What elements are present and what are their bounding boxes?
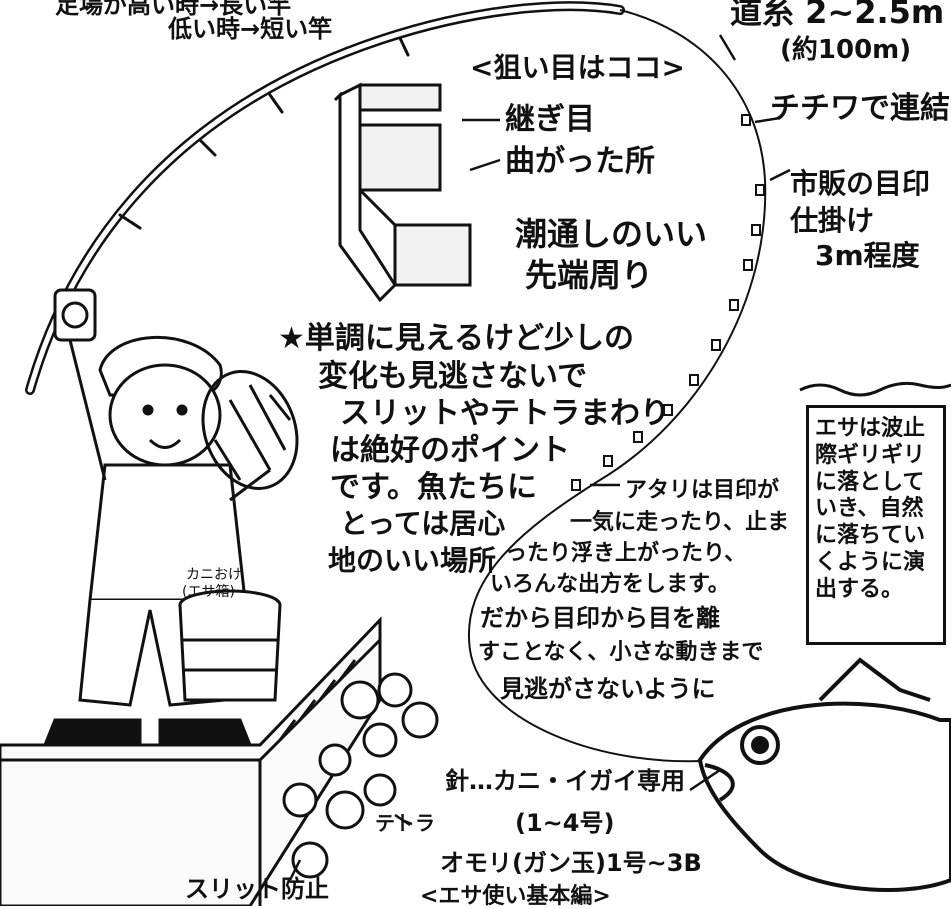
rod-length-note-2: 低い時→短い竿: [168, 15, 333, 43]
rod-length-note-1: 足場が高い時→長い竿: [55, 0, 292, 19]
rig-label-1: 市販の目印: [790, 167, 931, 200]
bait-tip-line-6: くように演: [815, 550, 926, 576]
rig-label-3: 3m程度: [815, 239, 920, 272]
tip-label-1: 潮通しのいい: [515, 215, 708, 253]
atari-line-3: ったり浮き上がったり、: [505, 541, 747, 566]
atari-line-2: 一気に走ったり、止ま: [570, 510, 790, 535]
main-note-line-1: ★単調に見えるけど少しの: [278, 321, 634, 356]
bait-tip-line-4: いき、自然: [815, 496, 924, 522]
seam-label: 継ぎ目: [505, 102, 595, 137]
main-note-line-6: とっては居心: [340, 507, 506, 540]
target-title: <狙い目はココ>: [470, 51, 685, 84]
bait-tip-line-7: 出する。: [815, 576, 904, 602]
main-note-line-2: 変化も見逃さないで: [318, 359, 588, 394]
main-note-line-5: です。魚たちに: [330, 470, 537, 505]
bait-tip-line-5: に落ちてい: [815, 523, 926, 549]
bottom-title: <エサ使い基本編>: [420, 884, 611, 909]
main-line-label: 道糸 2~2.5m: [730, 0, 945, 31]
fish: [697, 657, 951, 892]
bait-tip-line-2: 際ギリギリ: [815, 442, 926, 468]
atari-line-1: アタリは目印が: [625, 478, 780, 503]
atari-line-6: すことなく、小さな動きまで: [478, 640, 764, 665]
rig-markers: [571, 114, 765, 491]
atari-line-5: だから目印から目を離: [480, 604, 720, 632]
tetrapods: [282, 672, 439, 879]
atari-line-4: いろんな出方をします。: [490, 572, 730, 597]
hook-size-label: (1~4号): [515, 809, 615, 837]
fishing-rod: [25, 1, 625, 395]
connector-label: チチワで連結: [770, 91, 950, 126]
tetra-label: テトラ: [375, 811, 435, 835]
sinker-label: オモリ(ガン玉)1号~3B: [440, 849, 702, 877]
rig-label-2: 仕掛け: [790, 204, 875, 237]
slit-label: スリット防止: [185, 875, 329, 903]
main-note-line-7: 地のいい場所: [328, 544, 497, 577]
main-line-length: (約100m): [780, 35, 912, 65]
reel: [53, 288, 97, 342]
water-surface: [799, 381, 951, 397]
tip-label-2: 先端周り: [525, 256, 654, 294]
fishing-line: [467, 9, 767, 763]
hook-label: 針…カニ・イガイ専用: [445, 767, 685, 795]
atari-line-7: 見逃がさないように: [500, 675, 716, 703]
main-note-line-3: スリットやテトラまわり: [340, 396, 670, 431]
bait-tip-line-3: に落として: [815, 469, 925, 495]
bait-bucket: [178, 589, 282, 702]
bucket-label-1: カニおけ: [186, 567, 242, 583]
bucket-label-2: (エサ箱): [182, 584, 235, 600]
annotation-arrows: [288, 34, 791, 881]
main-note-line-4: は絶好のポイント: [330, 433, 570, 468]
pier-deck: [0, 616, 382, 906]
bend-label: 曲がった所: [505, 144, 655, 179]
landing-net: [201, 370, 299, 490]
bait-tip-line-1: エサは波止: [815, 416, 926, 441]
bait-tip-box: エサは波止 際ギリギリ に落として いき、自然 に落ちてい くように演 出する。: [806, 405, 946, 645]
pier-diagram: [333, 82, 472, 303]
